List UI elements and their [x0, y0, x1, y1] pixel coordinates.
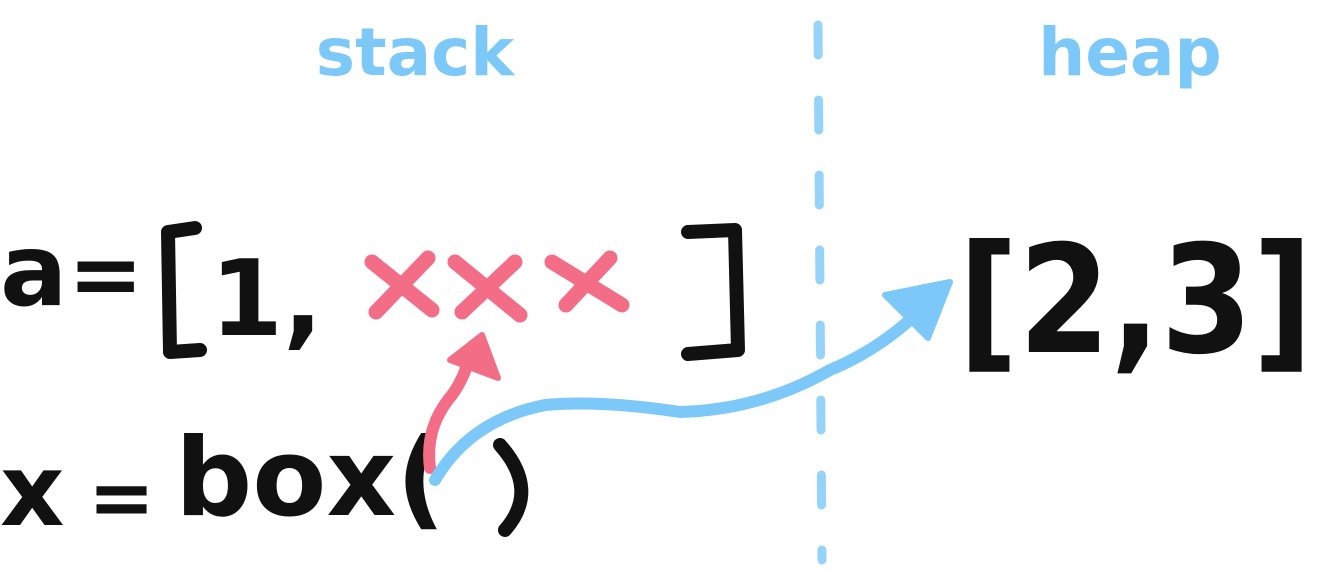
x-mark	[447, 254, 528, 323]
stack-heap-divider	[813, 20, 827, 565]
heap-label: heap	[1038, 14, 1222, 91]
left-bracket	[161, 221, 207, 359]
x-variable: x	[0, 432, 65, 549]
close-paren	[493, 438, 529, 537]
x-equals: =	[88, 451, 155, 544]
pink-arrowhead	[447, 332, 501, 381]
first-element: 1,	[210, 238, 323, 360]
stack-label: stack	[316, 14, 516, 91]
right-bracket	[681, 223, 745, 361]
x-mark	[364, 250, 440, 320]
a-equals: =	[68, 222, 143, 327]
x-mark	[544, 250, 630, 313]
blue-pointer-arrow	[429, 289, 941, 486]
box-call: box(	[175, 416, 446, 541]
blue-arrowhead	[882, 279, 953, 341]
heap-array: [2,3]	[958, 214, 1313, 388]
a-variable: a	[0, 212, 67, 329]
crossed-out-elements	[364, 250, 630, 323]
